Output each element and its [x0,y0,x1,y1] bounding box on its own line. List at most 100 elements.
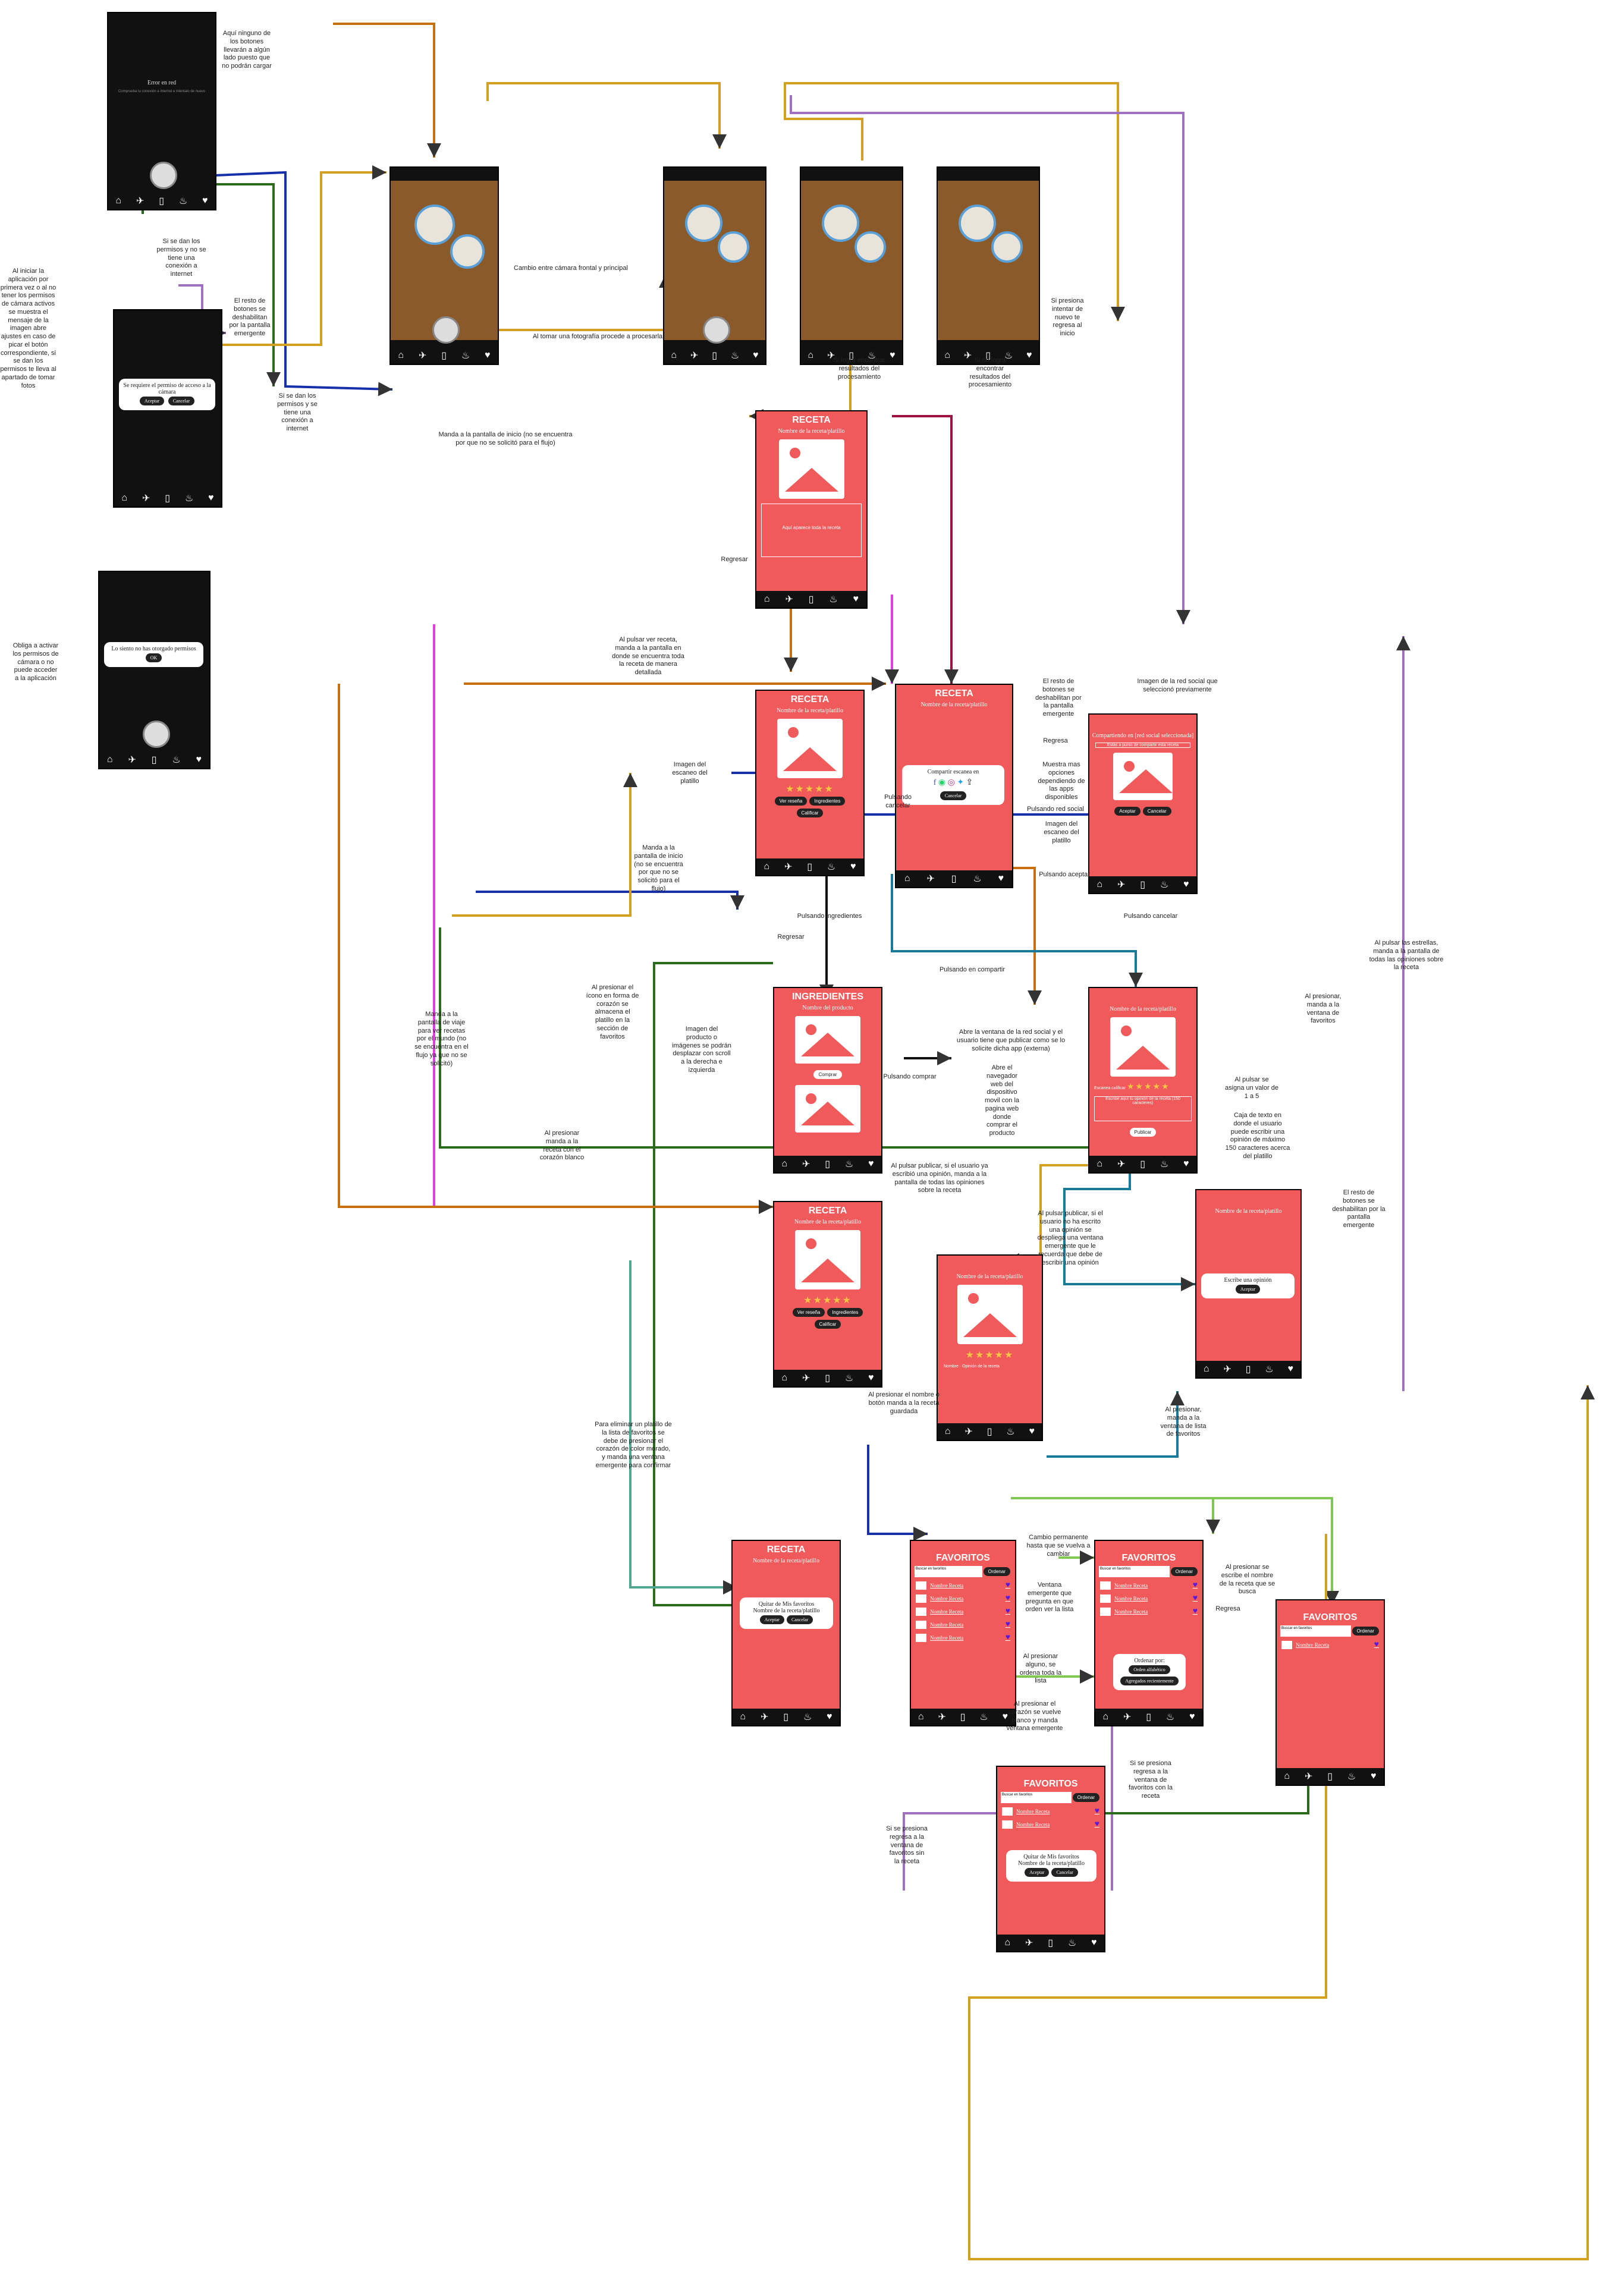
heart-icon[interactable]: ♥ [208,493,214,503]
book-icon[interactable]: ▯ [951,874,957,884]
book-icon[interactable]: ▯ [825,1159,830,1169]
plane-icon[interactable]: ✈ [926,874,935,884]
shutter-button[interactable] [150,162,177,189]
home-icon[interactable]: ⌂ [121,493,128,503]
ordenar-button[interactable]: Ordenar [1170,1567,1198,1576]
list-item[interactable]: Nombre Receta♥ [1100,1594,1198,1603]
heart-icon[interactable]: ♥ [1183,879,1189,889]
accept-button[interactable]: Aceptar [1114,807,1141,816]
ordenar-button[interactable]: Ordenar [983,1567,1010,1576]
heart-icon[interactable]: ♥ [868,1373,874,1383]
heart-icon[interactable]: ♥ [1371,1771,1377,1781]
book-icon[interactable]: ▯ [1146,1712,1151,1722]
shutter-button[interactable] [142,721,170,748]
plane-icon[interactable]: ✈ [1025,1938,1033,1948]
ver-resena-button[interactable]: Ver reseña [792,1308,825,1317]
book-icon[interactable]: ▯ [825,1373,830,1383]
share-app-icons[interactable]: f ◉ ◎ ✦ ⇪ [933,778,973,787]
calificar-button[interactable]: Calificar [796,809,824,817]
plane-icon[interactable]: ✈ [964,1427,973,1437]
plane-icon[interactable]: ✈ [784,862,793,872]
plane-icon[interactable]: ✈ [802,1373,810,1383]
heart-icon[interactable]: ♥ [850,861,856,872]
book-icon[interactable]: ▯ [1140,1159,1145,1169]
chef-icon[interactable]: ♨ [844,1159,854,1169]
book-icon[interactable]: ▯ [1245,1364,1251,1375]
home-icon[interactable]: ⌂ [944,1426,951,1436]
home-icon[interactable]: ⌂ [904,873,910,883]
heart-icon[interactable]: ♥ [485,350,491,360]
heart-icon[interactable]: ♥ [1189,1712,1195,1722]
book-icon[interactable]: ▯ [165,493,170,504]
cancel-button[interactable]: Cancelar [168,397,195,405]
chef-icon[interactable]: ♨ [184,493,194,504]
heart-icon[interactable]: ♥ [998,873,1004,883]
plane-icon[interactable]: ✈ [963,351,972,361]
home-icon[interactable]: ⌂ [106,754,113,765]
book-icon[interactable]: ▯ [1140,880,1145,890]
search-input[interactable]: Buscar en favoritos [915,1566,982,1577]
chef-icon[interactable]: ♨ [1004,351,1013,361]
heart-icon[interactable]: ♥ [1029,1426,1035,1436]
chef-icon[interactable]: ♨ [1160,880,1169,890]
home-icon[interactable]: ⌂ [808,350,814,360]
chef-icon[interactable]: ♨ [1006,1427,1015,1437]
chef-icon[interactable]: ♨ [1347,1772,1356,1782]
list-item[interactable]: Nombre Receta♥ [916,1581,1010,1590]
home-icon[interactable]: ⌂ [740,1712,746,1722]
chef-icon[interactable]: ♨ [1067,1938,1077,1948]
home-icon[interactable]: ⌂ [1203,1364,1209,1374]
chef-icon[interactable]: ♨ [979,1712,988,1722]
plane-icon[interactable]: ✈ [785,595,793,605]
opinion-textbox[interactable]: Escribe aquí tu opinión de la receta (15… [1094,1096,1192,1121]
list-item[interactable]: Nombre Receta♥ [1002,1807,1099,1816]
heart-icon[interactable]: ♥ [1091,1938,1097,1948]
list-item[interactable]: Nombre Receta♥ [1281,1640,1379,1650]
chef-icon[interactable]: ♨ [1265,1364,1274,1375]
plane-icon[interactable]: ✈ [760,1712,769,1722]
chef-icon[interactable]: ♨ [973,874,982,884]
home-icon[interactable]: ⌂ [944,350,951,360]
accept-button[interactable]: Aceptar [139,397,165,405]
home-icon[interactable]: ⌂ [671,350,677,360]
plane-icon[interactable]: ✈ [690,351,699,361]
book-icon[interactable]: ▯ [1048,1938,1053,1948]
heart-icon[interactable]: ♥ [868,1159,874,1169]
plane-icon[interactable]: ✈ [128,755,136,765]
home-icon[interactable]: ⌂ [781,1159,788,1169]
book-icon[interactable]: ▯ [712,351,717,361]
plane-icon[interactable]: ✈ [1117,880,1126,890]
chef-icon[interactable]: ♨ [730,351,740,361]
home-icon[interactable]: ⌂ [781,1373,788,1383]
book-icon[interactable]: ▯ [985,351,991,361]
cancel-button[interactable]: Cancelar [940,791,967,800]
plane-icon[interactable]: ✈ [1223,1364,1231,1375]
ok-button[interactable]: OK [145,653,162,662]
plane-icon[interactable]: ✈ [802,1159,810,1169]
heart-icon[interactable]: ♥ [890,350,896,360]
list-item[interactable]: Nombre Receta♥ [1100,1607,1198,1616]
heart-icon[interactable]: ♥ [827,1712,832,1722]
home-icon[interactable]: ⌂ [1284,1771,1290,1781]
plane-icon[interactable]: ✈ [827,351,835,361]
cancel-button[interactable]: Cancelar [1051,1868,1078,1877]
calificar-button[interactable]: Calificar [814,1320,841,1329]
book-icon[interactable]: ▯ [151,755,157,765]
heart-icon[interactable]: ♥ [853,594,859,604]
book-icon[interactable]: ▯ [783,1712,788,1722]
rating-stars[interactable]: ★★★★★ [803,1295,852,1306]
ordenar-button[interactable]: Ordenar [1072,1793,1099,1802]
book-icon[interactable]: ▯ [159,196,164,206]
home-icon[interactable]: ⌂ [764,861,770,872]
home-icon[interactable]: ⌂ [115,196,122,206]
chef-icon[interactable]: ♨ [829,595,838,605]
chef-icon[interactable]: ♨ [827,862,836,872]
list-item[interactable]: Nombre Receta♥ [1002,1820,1099,1829]
chef-icon[interactable]: ♨ [867,351,876,361]
publicar-button[interactable]: Publicar [1129,1128,1157,1137]
home-icon[interactable]: ⌂ [1004,1938,1011,1948]
home-icon[interactable]: ⌂ [398,350,404,360]
list-item[interactable]: Nombre Receta♥ [916,1594,1010,1603]
book-icon[interactable]: ▯ [441,351,447,361]
shutter-button[interactable] [703,316,730,344]
